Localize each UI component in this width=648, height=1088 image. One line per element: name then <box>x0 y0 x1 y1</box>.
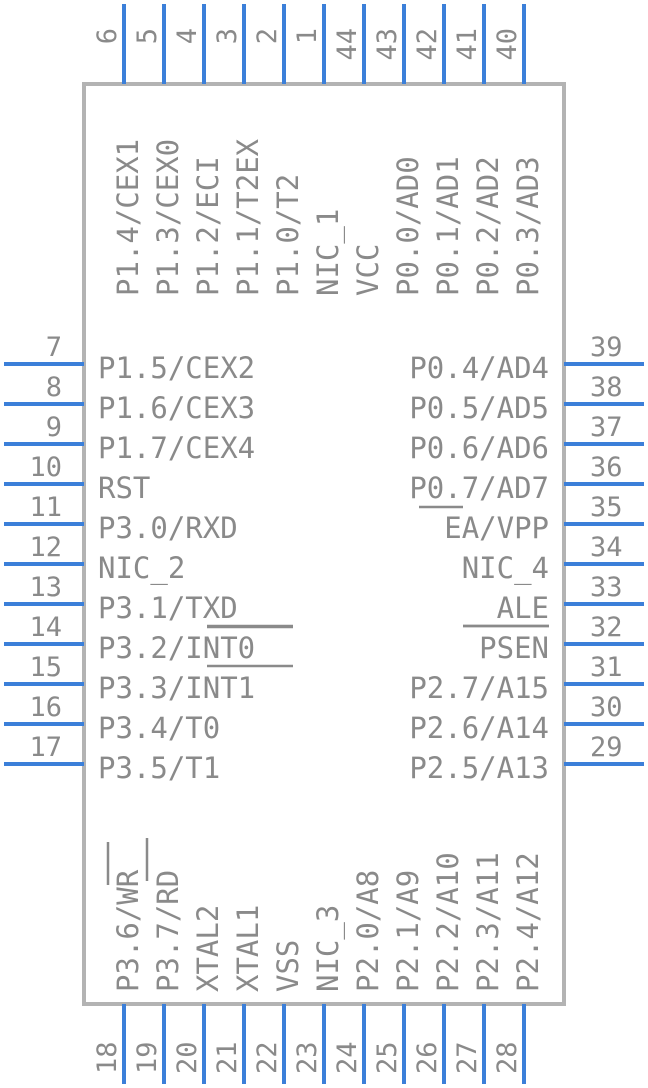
pin-label-p2-6-a14: P2.6/A14 <box>409 711 549 745</box>
pin-label-p3-0-rxd: P3.0/RXD <box>98 511 238 545</box>
pin-label-p1-5-cex2: P1.5/CEX2 <box>98 351 255 385</box>
pin-number-29: 29 <box>590 732 623 763</box>
pin-number-38: 38 <box>590 372 623 403</box>
pin-number-25: 25 <box>372 1041 403 1074</box>
pin-number-3: 3 <box>212 28 243 44</box>
pin-number-42: 42 <box>412 28 443 61</box>
pin-label-p1-4-cex1: P1.4/CEX1 <box>111 139 145 296</box>
pin-number-36: 36 <box>590 452 623 483</box>
pin-label-nic-2: NIC_2 <box>98 551 185 586</box>
pin-label-vss: VSS <box>271 940 305 992</box>
pin-label-p3-1-txd: P3.1/TXD <box>98 591 238 625</box>
pin-number-30: 30 <box>590 692 623 723</box>
pin-number-43: 43 <box>372 28 403 61</box>
overbars-layer <box>106 505 549 885</box>
pin-number-41: 41 <box>452 28 483 61</box>
pin-label-p0-3-ad3: P0.3/AD3 <box>511 156 545 296</box>
pin-label-p0-5-ad5: P0.5/AD5 <box>409 391 549 425</box>
pin-label-p1-7-cex4: P1.7/CEX4 <box>98 431 255 465</box>
pin-label-p3-7-rd: P3.7/RD <box>151 870 185 992</box>
pin-number-31: 31 <box>590 652 623 683</box>
pin-label-p1-3-cex0: P1.3/CEX0 <box>151 139 185 296</box>
pin-number-19: 19 <box>132 1041 163 1074</box>
pin-number-11: 11 <box>29 492 62 523</box>
pin-number-23: 23 <box>292 1041 323 1074</box>
pin-label-p1-2-eci: P1.2/ECI <box>191 156 225 296</box>
pin-number-1: 1 <box>292 28 323 44</box>
pin-label-p1-1-t2ex: P1.1/T2EX <box>231 138 265 296</box>
pin-number-8: 8 <box>46 372 62 403</box>
pin-number-27: 27 <box>452 1041 483 1074</box>
pin-number-21: 21 <box>212 1041 243 1074</box>
pin-number-10: 10 <box>29 452 62 483</box>
pin-number-26: 26 <box>412 1041 443 1074</box>
pin-label-nic-4: NIC_4 <box>462 551 549 586</box>
pin-number-22: 22 <box>252 1041 283 1074</box>
pin-number-5: 5 <box>132 28 163 44</box>
pin-label-p2-2-a10: P2.2/A10 <box>431 852 465 992</box>
pin-label-p0-6-ad6: P0.6/AD6 <box>409 431 549 465</box>
pin-number-35: 35 <box>590 492 623 523</box>
pin-number-28: 28 <box>492 1041 523 1074</box>
pin-label-vcc: VCC <box>351 244 385 296</box>
pin-label-p3-6-wr: P3.6/WR <box>111 869 145 992</box>
pin-number-2: 2 <box>252 28 283 44</box>
pin-label-xtal2: XTAL2 <box>191 905 225 992</box>
pin-number-24: 24 <box>332 1041 363 1074</box>
pin-label-p2-0-a8: P2.0/A8 <box>351 870 385 992</box>
pin-number-40: 40 <box>492 28 523 61</box>
pin-number-15: 15 <box>29 652 62 683</box>
pin-number-7: 7 <box>46 332 62 363</box>
pin-number-12: 12 <box>29 532 62 563</box>
pin-label-ea-vpp: EA/VPP <box>444 511 549 545</box>
pin-label-p2-5-a13: P2.5/A13 <box>409 751 549 785</box>
pin-label-p3-4-t0: P3.4/T0 <box>98 711 220 745</box>
pin-number-20: 20 <box>172 1041 203 1074</box>
pin-label-p0-4-ad4: P0.4/AD4 <box>409 351 549 385</box>
pin-label-p3-3-int1: P3.3/INT1 <box>98 671 255 705</box>
pin-label-p2-3-a11: P2.3/A11 <box>471 852 505 992</box>
pin-number-13: 13 <box>29 572 62 603</box>
pin-number-14: 14 <box>29 612 62 643</box>
pin-number-33: 33 <box>590 572 623 603</box>
pin-label-p0-0-ad0: P0.0/AD0 <box>391 156 425 296</box>
pin-label-nic-3: NIC_3 <box>311 905 346 992</box>
pin-label-psen: PSEN <box>479 631 549 665</box>
pin-label-nic-1: NIC_1 <box>311 209 346 296</box>
pin-number-32: 32 <box>590 612 623 643</box>
pin-label-p0-1-ad1: P0.1/AD1 <box>431 156 465 296</box>
pin-number-16: 16 <box>29 692 62 723</box>
pin-label-p2-1-a9: P2.1/A9 <box>391 870 425 992</box>
pin-number-17: 17 <box>29 732 62 763</box>
pin-label-p3-2-int0: P3.2/INT0 <box>98 631 255 665</box>
pin-label-p2-4-a12: P2.4/A12 <box>511 852 545 992</box>
pin-number-4: 4 <box>172 28 203 44</box>
pin-number-37: 37 <box>590 412 623 443</box>
pin-number-18: 18 <box>92 1041 123 1074</box>
pin-number-34: 34 <box>590 532 623 563</box>
pin-label-ale: ALE <box>497 591 549 625</box>
pin-label-p1-0-t2: P1.0/T2 <box>271 174 305 296</box>
pin-number-39: 39 <box>590 332 623 363</box>
pin-label-rst: RST <box>98 471 150 505</box>
pin-label-p0-2-ad2: P0.2/AD2 <box>471 156 505 296</box>
pin-number-44: 44 <box>332 28 363 61</box>
pin-label-p3-5-t1: P3.5/T1 <box>98 751 220 785</box>
pin-label-p0-7-ad7: P0.7/AD7 <box>409 471 549 505</box>
pin-number-9: 9 <box>46 412 62 443</box>
pin-number-6: 6 <box>92 28 123 44</box>
pin-label-p1-6-cex3: P1.6/CEX3 <box>98 391 255 425</box>
pin-label-xtal1: XTAL1 <box>231 905 265 992</box>
pin-label-p2-7-a15: P2.7/A15 <box>409 671 549 705</box>
